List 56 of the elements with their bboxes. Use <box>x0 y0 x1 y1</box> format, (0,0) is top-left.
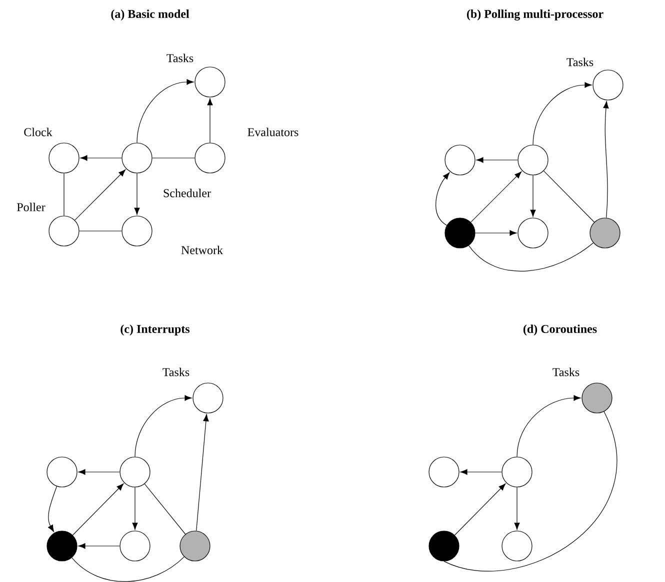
arrow <box>78 543 120 549</box>
connector-line <box>72 556 184 582</box>
connector-line <box>444 411 618 572</box>
arrow <box>516 395 581 457</box>
arrow <box>74 169 126 220</box>
arrow <box>514 487 520 530</box>
circle-node <box>120 530 150 562</box>
arrow <box>72 483 124 536</box>
arrow <box>80 155 122 161</box>
panel-title: (c) Interrupts <box>120 324 190 336</box>
node-label: Tasks <box>166 54 194 62</box>
connector-line <box>543 170 595 222</box>
arrow <box>134 395 192 457</box>
node-label: Scheduler <box>164 188 211 198</box>
arrow <box>436 172 450 226</box>
circle-node <box>46 456 78 488</box>
connector-line <box>468 242 594 272</box>
circle-node <box>518 144 548 176</box>
node-label: Poller <box>17 202 46 212</box>
node-label: Evaluators <box>248 128 298 136</box>
arrow <box>530 175 536 217</box>
panel-title: (b) Polling multi-processor <box>466 10 604 20</box>
arrow <box>603 101 609 218</box>
arrow <box>460 469 502 475</box>
node-label: Tasks <box>552 368 580 376</box>
circle-node <box>444 218 476 248</box>
circle-node <box>590 218 620 248</box>
arrow <box>136 79 194 143</box>
arrow <box>134 173 140 215</box>
arrow <box>475 230 517 236</box>
node-label: Clock <box>24 128 52 136</box>
circle-node <box>444 144 476 176</box>
arrow <box>207 98 213 143</box>
circle-node <box>502 530 532 562</box>
arrow <box>454 483 506 536</box>
circle-node <box>180 530 210 562</box>
node-label: Network <box>181 246 223 254</box>
node-label: Tasks <box>162 368 190 376</box>
arrow <box>470 171 522 222</box>
arrow <box>78 469 120 475</box>
connector-line <box>144 484 186 534</box>
circle-node <box>518 218 548 248</box>
circle-node <box>46 530 78 562</box>
panel-title: (d) Coroutines <box>523 324 597 336</box>
circle-node <box>428 456 460 488</box>
arrow <box>132 487 138 530</box>
panel-title: (a) Basic model <box>111 10 190 20</box>
connector-line <box>79 230 122 232</box>
node-label: Tasks <box>566 58 594 66</box>
arrow <box>532 82 592 145</box>
arrow <box>476 157 518 163</box>
arrow <box>48 486 58 532</box>
circle-node <box>502 456 532 488</box>
circle-node <box>120 456 150 488</box>
arrow <box>196 414 209 532</box>
circle-node <box>428 530 460 562</box>
